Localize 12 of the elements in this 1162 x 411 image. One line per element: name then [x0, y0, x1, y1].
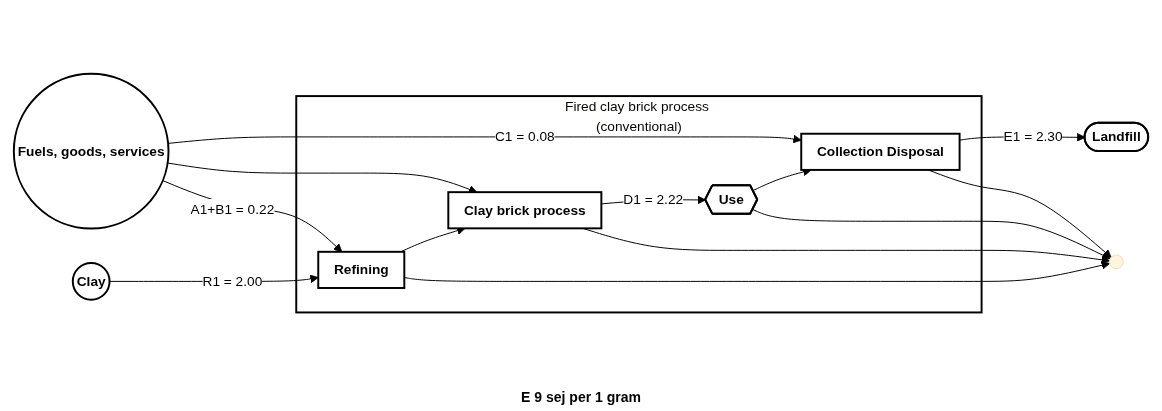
edge-label: C1 = 0.08 [494, 128, 555, 145]
node-circle: Clay [71, 262, 111, 302]
edge-label: R1 = 2.00 [202, 273, 263, 290]
node-box: Clay brick process [447, 191, 603, 230]
note-text: E 9 sej per 1 gram [521, 389, 641, 405]
edge-label: D1 = 2.22 [623, 191, 684, 208]
edge-label: E1 = 2.30 [1003, 128, 1063, 145]
node-ground [1109, 254, 1124, 270]
node-box: Collection Disposal [800, 133, 961, 172]
edge-label: A1+B1 = 0.22 [190, 201, 275, 217]
node-box: Refining [317, 251, 406, 290]
node-circle: Fuels, goods, services [12, 73, 170, 230]
